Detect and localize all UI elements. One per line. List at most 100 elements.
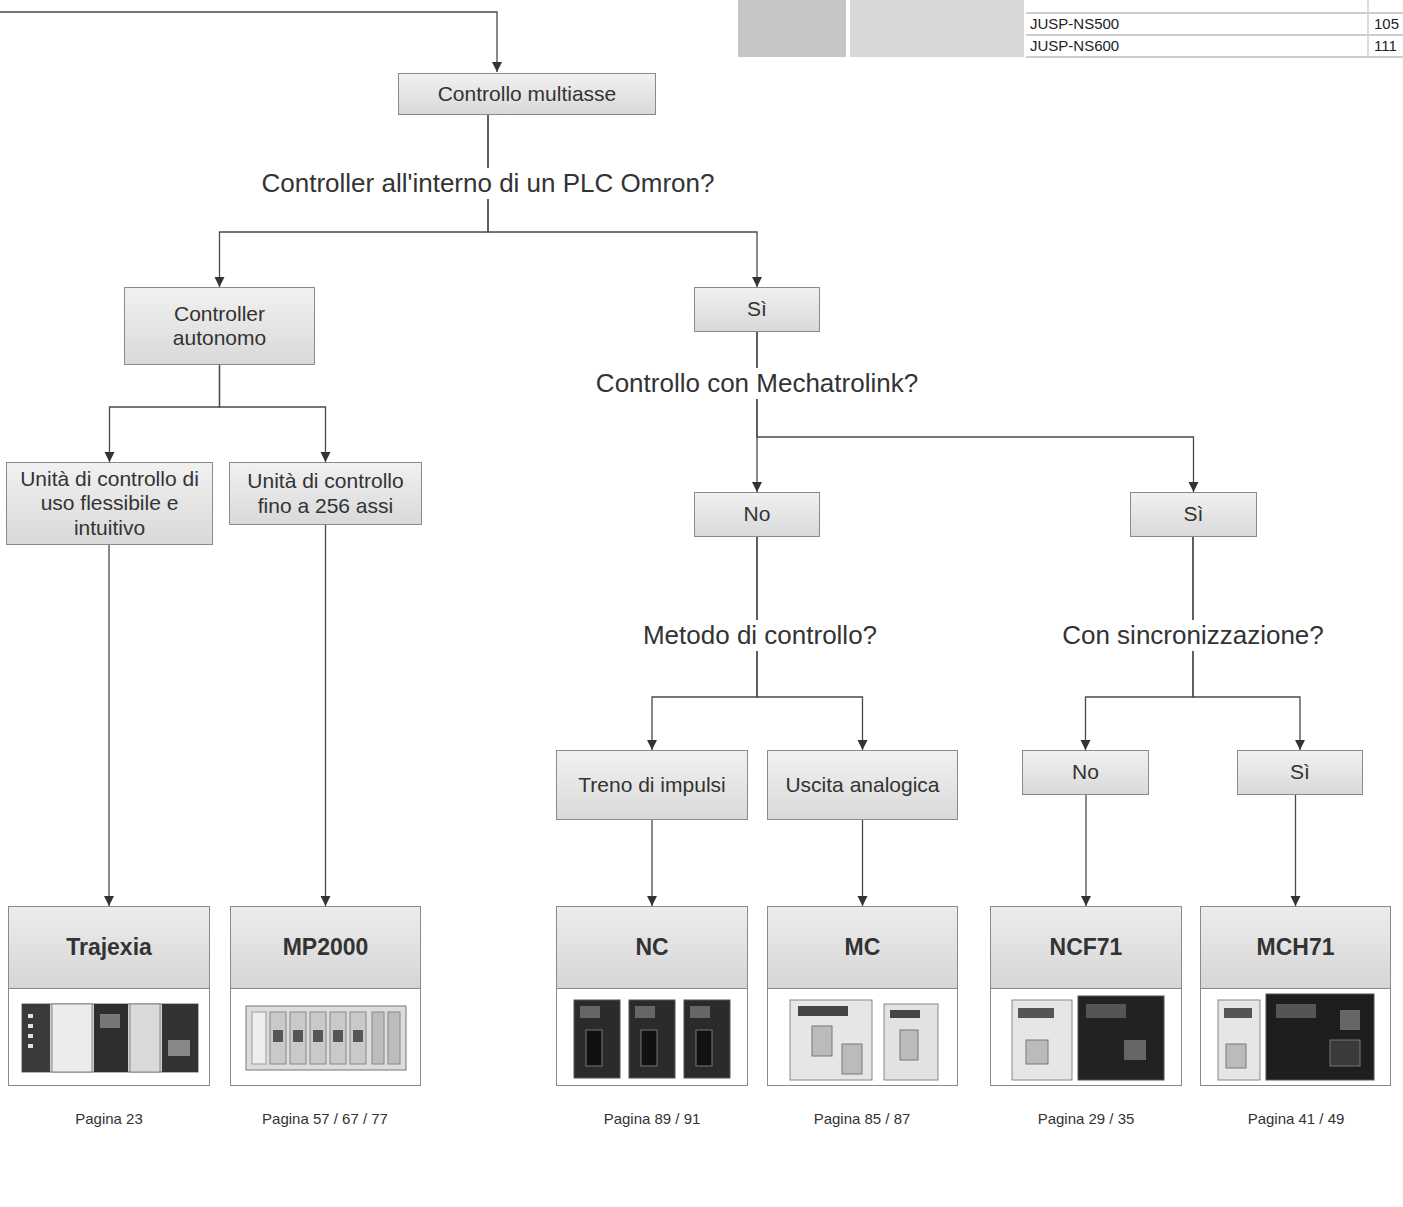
product-name: MC (845, 934, 881, 961)
nc-photo (574, 1000, 730, 1078)
page-reference: Pagina 41 / 49 (1248, 1110, 1345, 1128)
table-fragment-part (738, 0, 846, 57)
question-text: Metodo di controllo? (635, 620, 885, 651)
decision-box: Uscita analogica (767, 750, 958, 820)
mch71-photo-part (1330, 1040, 1360, 1066)
box-text: No (744, 502, 771, 526)
mp2000-photo-part (290, 1012, 306, 1064)
mch71-photo-part (1276, 1004, 1316, 1018)
mp2000-photo-part (350, 1012, 366, 1064)
product-name: NCF71 (1050, 934, 1123, 961)
nc-photo-part (696, 1030, 712, 1066)
table-fragment-part (1026, 56, 1403, 58)
table-fragment-part (1026, 12, 1403, 14)
nc-photo-part (574, 1000, 620, 1078)
product-card: MC (767, 906, 958, 1086)
mch71-photo-part (1340, 1010, 1360, 1030)
product-name: MP2000 (283, 934, 369, 961)
box-text: Unità di controllo di uso flessibile e i… (13, 467, 206, 539)
product-card: NCF71 (990, 906, 1182, 1086)
trajexia-photo-part (28, 1044, 33, 1048)
mc-photo-part (790, 1000, 872, 1080)
mp2000-photo-part (372, 1012, 384, 1064)
decision-box: Controller autonomo (124, 287, 315, 365)
ncf71-photo-part (1124, 1040, 1146, 1060)
product-header: MC (768, 907, 957, 989)
product-name: NC (635, 934, 668, 961)
decision-box: Sì (1237, 750, 1363, 795)
mc-photo-part (812, 1026, 832, 1056)
box-text: No (1072, 760, 1099, 784)
mp2000-photo-part (388, 1012, 400, 1064)
table-fragment-part (850, 0, 1024, 57)
flow-arrow (220, 365, 326, 462)
trajexia-photo-part (28, 1034, 33, 1038)
product-card: Trajexia (8, 906, 210, 1086)
ncf71-photo-part (1012, 1000, 1072, 1080)
box-text: Sì (1184, 502, 1204, 526)
flow-arrow (1295, 795, 1296, 906)
flow-arrow (108, 545, 109, 906)
mp2000-photo-part (246, 1006, 406, 1070)
table-cell: JUSP-NS500 (1030, 15, 1119, 33)
mch71-photo-part (1218, 1000, 1260, 1080)
mp2000-photo-part (353, 1030, 363, 1042)
table-fragment-part (1026, 34, 1403, 36)
decision-box: No (1022, 750, 1149, 795)
product-card: MCH71 (1200, 906, 1391, 1086)
mp2000-photo-part (293, 1030, 303, 1042)
decision-box: Controllo multiasse (398, 73, 656, 115)
page-reference: Pagina 29 / 35 (1038, 1110, 1135, 1128)
mch71-photo-part (1224, 1008, 1252, 1018)
product-header: NCF71 (991, 907, 1181, 989)
box-text: Sì (747, 297, 767, 321)
trajexia-photo-part (22, 1004, 198, 1072)
nc-photo-part (580, 1006, 600, 1018)
product-card: MP2000 (230, 906, 421, 1086)
trajexia-photo-part (168, 1040, 190, 1056)
nc-photo-part (684, 1000, 730, 1078)
flow-arrow (651, 820, 652, 906)
nc-photo-part (629, 1000, 675, 1078)
mp2000-photo-part (330, 1012, 346, 1064)
page-reference: Pagina 57 / 67 / 77 (262, 1110, 388, 1128)
mp2000-photo-part (270, 1012, 286, 1064)
flow-arrow (1085, 795, 1086, 906)
ncf71-photo-part (1026, 1040, 1048, 1064)
table-fragment-part (1026, 0, 1403, 57)
question-text: Controller all'interno di un PLC Omron? (254, 168, 723, 199)
nc-photo-part (635, 1006, 655, 1018)
page-reference: Pagina 85 / 87 (814, 1110, 911, 1128)
nc-photo-part (641, 1030, 657, 1066)
trajexia-photo-part (94, 1004, 128, 1072)
ncf71-photo-part (1018, 1008, 1054, 1018)
box-text: Controller autonomo (131, 302, 308, 350)
question-text: Con sincronizzazione? (1054, 620, 1332, 651)
decision-box: Unità di controllo fino a 256 assi (229, 462, 422, 525)
box-text: Uscita analogica (785, 773, 939, 797)
page-reference: Pagina 89 / 91 (604, 1110, 701, 1128)
mc-photo-part (884, 1004, 938, 1080)
product-header: Trajexia (9, 907, 209, 989)
decision-box: Treno di impulsi (556, 750, 748, 820)
product-name: Trajexia (66, 934, 152, 961)
table-fragment-part (1367, 0, 1369, 57)
trajexia-photo-part (130, 1004, 160, 1072)
decision-box: No (694, 492, 820, 537)
table-cell: 111 (1374, 37, 1397, 55)
flow-arrow (488, 115, 757, 287)
flow-arrow (220, 115, 489, 287)
incoming-line (0, 12, 497, 72)
box-text: Unità di controllo fino a 256 assi (236, 469, 415, 517)
trajexia-photo-part (28, 1014, 33, 1018)
page-reference: Pagina 23 (75, 1110, 143, 1128)
mc-photo-part (798, 1006, 848, 1016)
ncf71-photo (1012, 996, 1164, 1080)
box-text: Sì (1290, 760, 1310, 784)
mp2000-photo-part (252, 1012, 266, 1064)
mp2000-photo (246, 1006, 406, 1070)
trajexia-photo-part (100, 1014, 120, 1028)
mc-photo (790, 1000, 938, 1080)
